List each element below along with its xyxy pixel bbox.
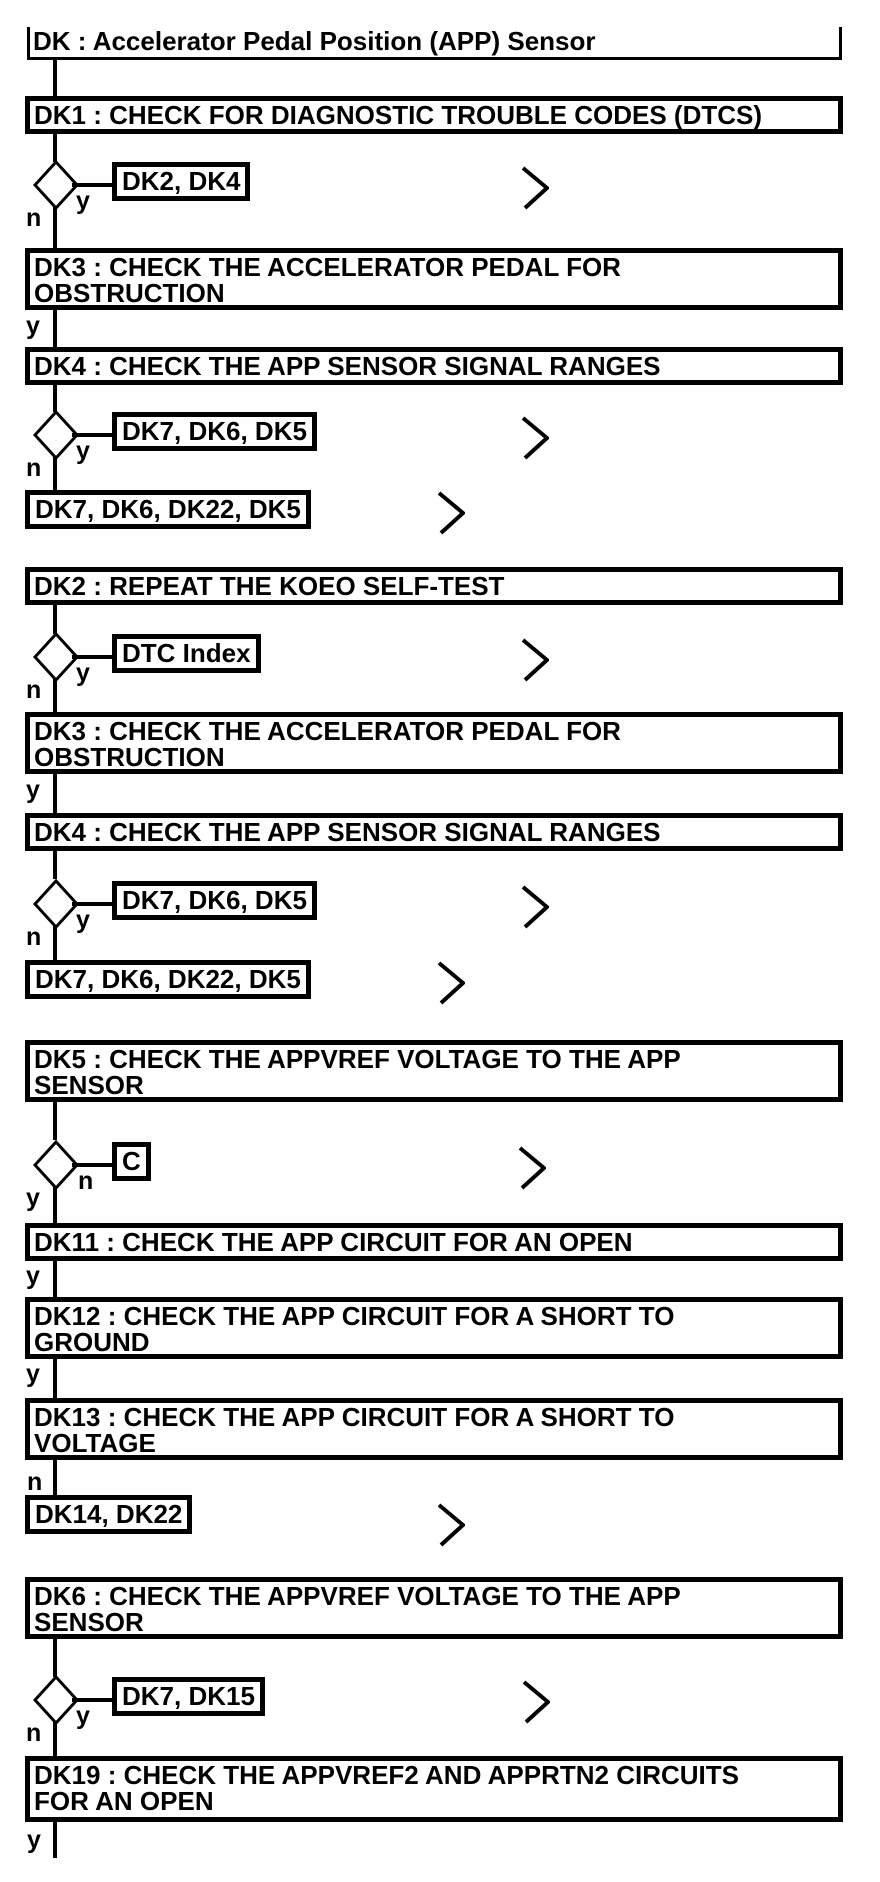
connector-line xyxy=(53,457,57,490)
branch-label-n: n xyxy=(26,454,42,482)
connector-line xyxy=(53,1102,57,1140)
step-box-dk1: DK1 : CHECK FOR DIAGNOSTIC TROUBLE CODES… xyxy=(25,96,843,134)
step-box-dk12: DK12 : CHECK THE APP CIRCUIT FOR A SHORT… xyxy=(25,1297,843,1359)
branch-label-n: n xyxy=(27,1468,43,1496)
continue-chevron-icon xyxy=(437,961,465,1005)
ref-box-dk7-dk6-dk5-2[interactable]: DK7, DK6, DK5 xyxy=(112,881,317,920)
step-box-dk11: DK11 : CHECK THE APP CIRCUIT FOR AN OPEN xyxy=(25,1223,843,1261)
connector-line xyxy=(53,310,57,347)
ref-box-c[interactable]: C xyxy=(112,1142,151,1181)
branch-label-y: y xyxy=(26,1184,40,1212)
connector-line xyxy=(53,207,57,248)
branch-line xyxy=(72,433,112,437)
connector-line xyxy=(53,1822,57,1858)
continue-chevron-icon xyxy=(518,1146,546,1190)
connector-line xyxy=(53,926,57,960)
ref-box-dk7-dk15[interactable]: DK7, DK15 xyxy=(112,1677,265,1716)
connector-line xyxy=(53,134,57,162)
connector-line xyxy=(53,385,57,412)
connector-line xyxy=(53,851,57,879)
ref-box-dk2-dk4[interactable]: DK2, DK4 xyxy=(112,162,251,201)
step-box-dk5: DK5 : CHECK THE APPVREF VOLTAGE TO THE A… xyxy=(25,1040,843,1102)
branch-line xyxy=(72,655,112,659)
branch-label-y: y xyxy=(26,776,40,804)
branch-line xyxy=(72,183,112,187)
step-box-dk6: DK6 : CHECK THE APPVREF VOLTAGE TO THE A… xyxy=(25,1577,843,1639)
branch-label-y: y xyxy=(76,906,90,934)
branch-label-y: y xyxy=(26,1262,40,1290)
branch-label-y: y xyxy=(76,187,90,215)
connector-line xyxy=(53,1639,57,1677)
ref-box-dk7-dk6-dk22-dk5-1[interactable]: DK7, DK6, DK22, DK5 xyxy=(25,490,311,529)
continue-chevron-icon xyxy=(521,638,549,682)
step-box-dk4-1: DK4 : CHECK THE APP SENSOR SIGNAL RANGES xyxy=(25,347,843,385)
branch-label-n: n xyxy=(26,1719,42,1747)
step-box-dk3-2: DK3 : CHECK THE ACCELERATOR PEDAL FOR OB… xyxy=(25,712,843,774)
branch-label-y: y xyxy=(26,312,40,340)
branch-label-n: n xyxy=(26,204,42,232)
connector-line xyxy=(53,59,57,96)
continue-chevron-icon xyxy=(521,416,549,460)
branch-line xyxy=(72,902,112,906)
step-box-dk3-1: DK3 : CHECK THE ACCELERATOR PEDAL FOR OB… xyxy=(25,248,843,310)
branch-line xyxy=(72,1698,112,1702)
flow-title-box: DK : Accelerator Pedal Position (APP) Se… xyxy=(27,27,842,60)
connector-line xyxy=(53,1187,57,1223)
continue-chevron-icon xyxy=(522,1680,550,1724)
branch-label-n: n xyxy=(26,923,42,951)
ref-box-dtc-index[interactable]: DTC Index xyxy=(112,634,261,673)
branch-label-y: y xyxy=(76,437,90,465)
branch-label-n: n xyxy=(78,1167,94,1195)
step-box-dk19: DK19 : CHECK THE APPVREF2 AND APPRTN2 CI… xyxy=(25,1756,843,1822)
branch-line xyxy=(72,1163,112,1167)
continue-chevron-icon xyxy=(521,885,549,929)
branch-label-n: n xyxy=(26,676,42,704)
branch-label-y: y xyxy=(76,1702,90,1730)
continue-chevron-icon xyxy=(437,491,465,535)
connector-line xyxy=(53,1460,57,1495)
connector-line xyxy=(53,679,57,712)
branch-label-y: y xyxy=(27,1826,41,1854)
connector-line xyxy=(53,1359,57,1398)
ref-box-dk14-dk22[interactable]: DK14, DK22 xyxy=(25,1495,193,1534)
connector-line xyxy=(53,774,57,813)
ref-box-dk7-dk6-dk22-dk5-2[interactable]: DK7, DK6, DK22, DK5 xyxy=(25,960,311,999)
step-box-dk2: DK2 : REPEAT THE KOEO SELF-TEST xyxy=(25,567,843,605)
continue-chevron-icon xyxy=(521,166,549,210)
connector-line xyxy=(53,605,57,634)
step-box-dk4-2: DK4 : CHECK THE APP SENSOR SIGNAL RANGES xyxy=(25,813,843,851)
continue-chevron-icon xyxy=(437,1503,465,1547)
branch-label-y: y xyxy=(76,659,90,687)
connector-line xyxy=(53,1261,57,1297)
branch-label-y: y xyxy=(26,1360,40,1388)
connector-line xyxy=(53,1722,57,1756)
ref-box-dk7-dk6-dk5-1[interactable]: DK7, DK6, DK5 xyxy=(112,412,317,451)
step-box-dk13: DK13 : CHECK THE APP CIRCUIT FOR A SHORT… xyxy=(25,1398,843,1460)
